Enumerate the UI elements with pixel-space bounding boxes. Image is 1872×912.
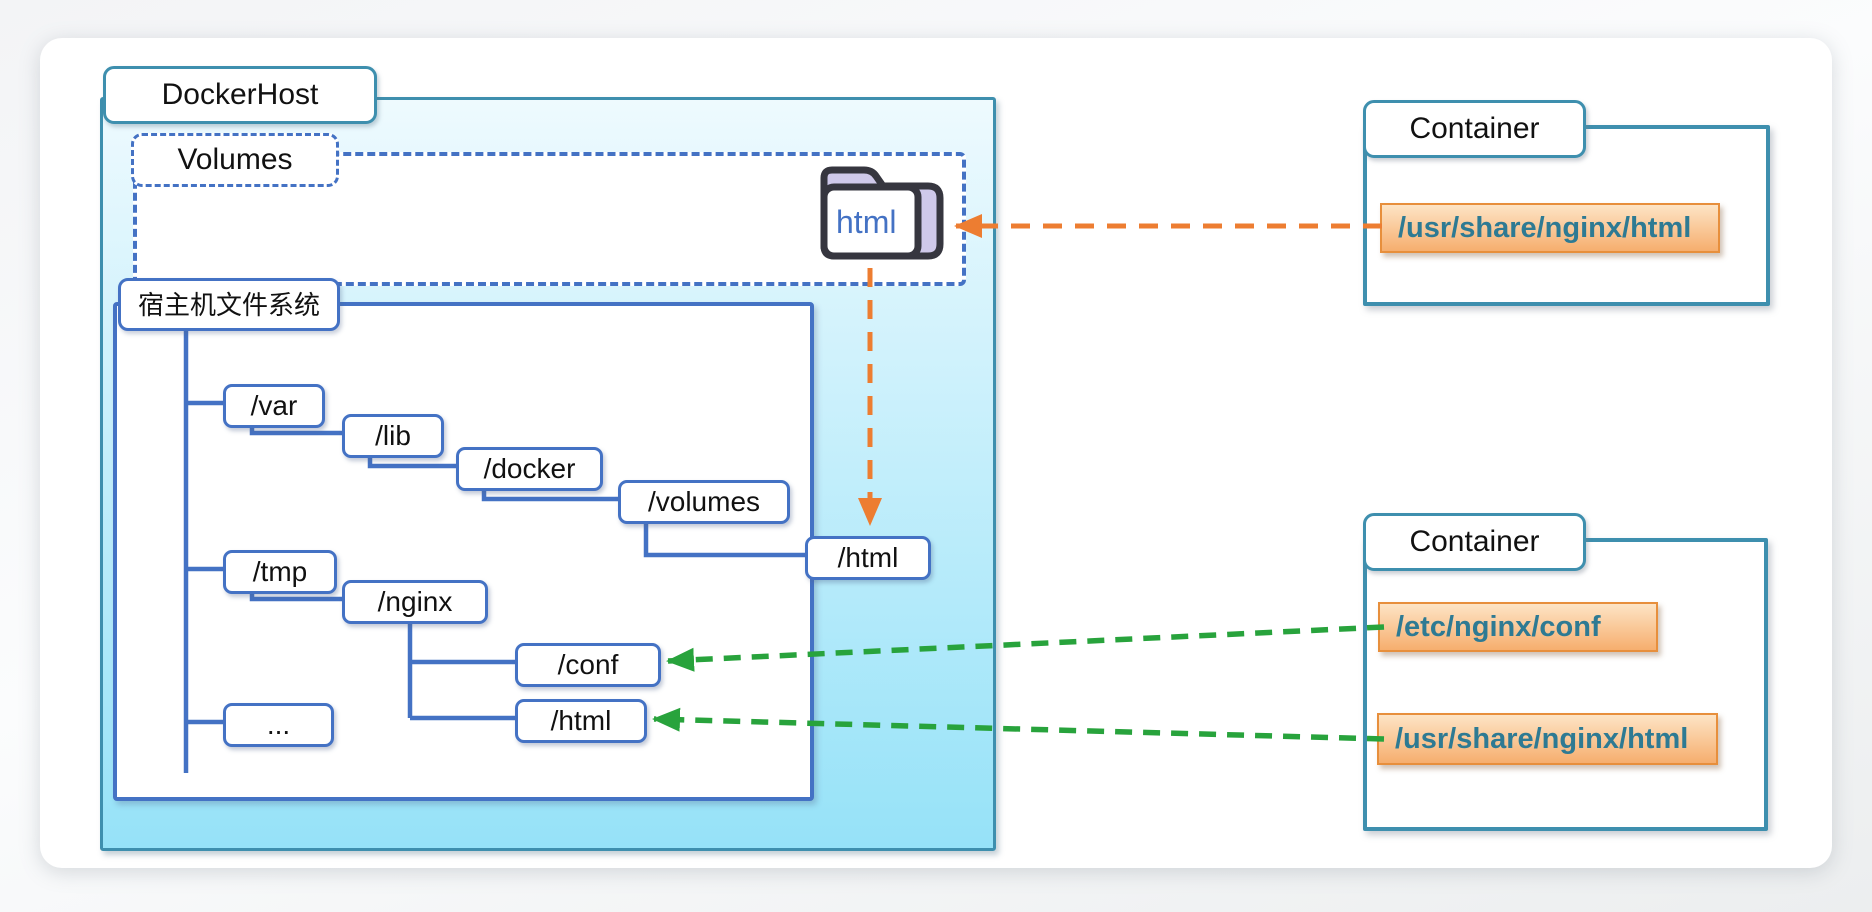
mount-usr-share-nginx-html-top: /usr/share/nginx/html (1380, 203, 1720, 253)
filesystem-label: 宿主机文件系统 (118, 278, 340, 331)
tree-node-tmp: /tmp (223, 550, 337, 594)
folder-front-shape (820, 183, 922, 260)
tree-node-html-bottom: /html (515, 699, 647, 743)
tree-node-html-top: /html (805, 536, 931, 580)
tree-node-docker: /docker (456, 447, 603, 491)
mount-usr-share-nginx-html-bottom: /usr/share/nginx/html (1377, 713, 1718, 765)
container-bottom-label: Container (1363, 513, 1586, 571)
tree-node-lib: /lib (342, 414, 444, 458)
html-folder-icon: html (820, 166, 944, 260)
dockerhost-label: DockerHost (103, 66, 377, 124)
volume-folder-label: html (836, 204, 896, 240)
tree-node-var: /var (223, 384, 325, 428)
volumes-label: Volumes (131, 133, 339, 187)
mount-etc-nginx-conf: /etc/nginx/conf (1378, 602, 1658, 652)
tree-node-volumes: /volumes (618, 480, 790, 524)
container-top-label: Container (1363, 100, 1586, 158)
container-bottom-box (1363, 538, 1768, 831)
tree-node-conf: /conf (515, 643, 661, 687)
tree-node-nginx: /nginx (342, 580, 488, 624)
tree-node-more: ... (223, 703, 334, 747)
filesystem-box (113, 302, 814, 801)
